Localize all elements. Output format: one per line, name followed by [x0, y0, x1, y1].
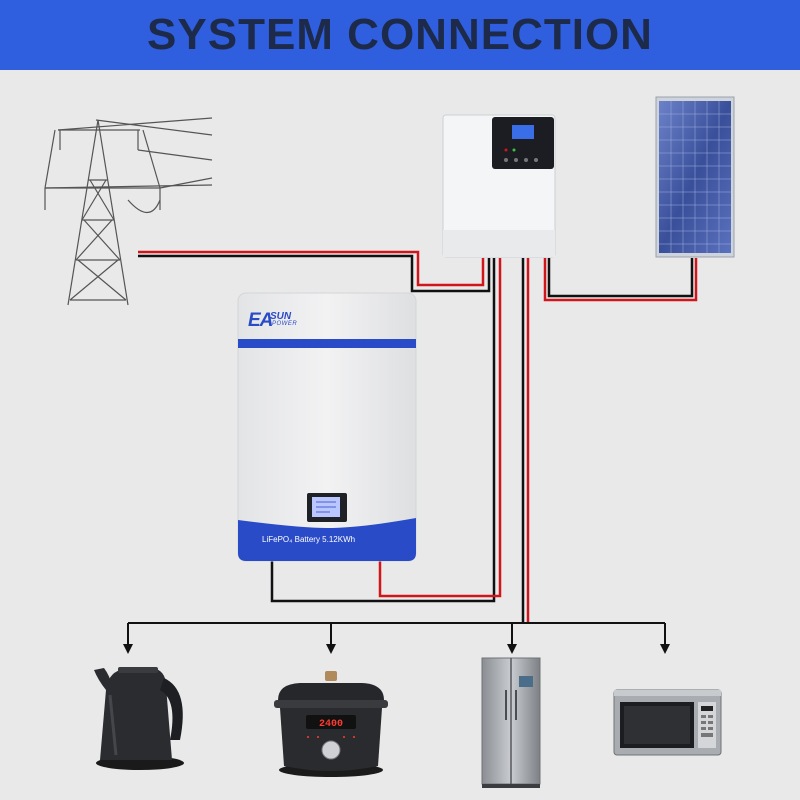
brand-power: POWER: [272, 321, 298, 327]
brand-sun: SUN: [270, 311, 292, 322]
cooker-display: 2400: [319, 719, 343, 730]
inverter-icon: [442, 114, 556, 258]
refrigerator-icon: [481, 657, 541, 788]
load-bus: [123, 622, 670, 654]
page-title: SYSTEM CONNECTION: [147, 10, 653, 59]
microwave-icon: [613, 689, 722, 756]
wires: [138, 250, 698, 622]
brand-ea: EA: [248, 310, 273, 331]
kettle-icon: [94, 667, 184, 770]
battery-brand-logo: EA SUN POWER: [248, 310, 308, 332]
power-tower-icon: [44, 117, 213, 306]
battery-label: LiFePO₄ Battery 5.12KWh: [262, 535, 356, 544]
header-banner: SYSTEM CONNECTION: [0, 0, 800, 70]
solar-panel-icon: [655, 96, 735, 258]
rice-cooker-icon: 2400: [274, 671, 388, 777]
battery-icon: [237, 292, 417, 562]
